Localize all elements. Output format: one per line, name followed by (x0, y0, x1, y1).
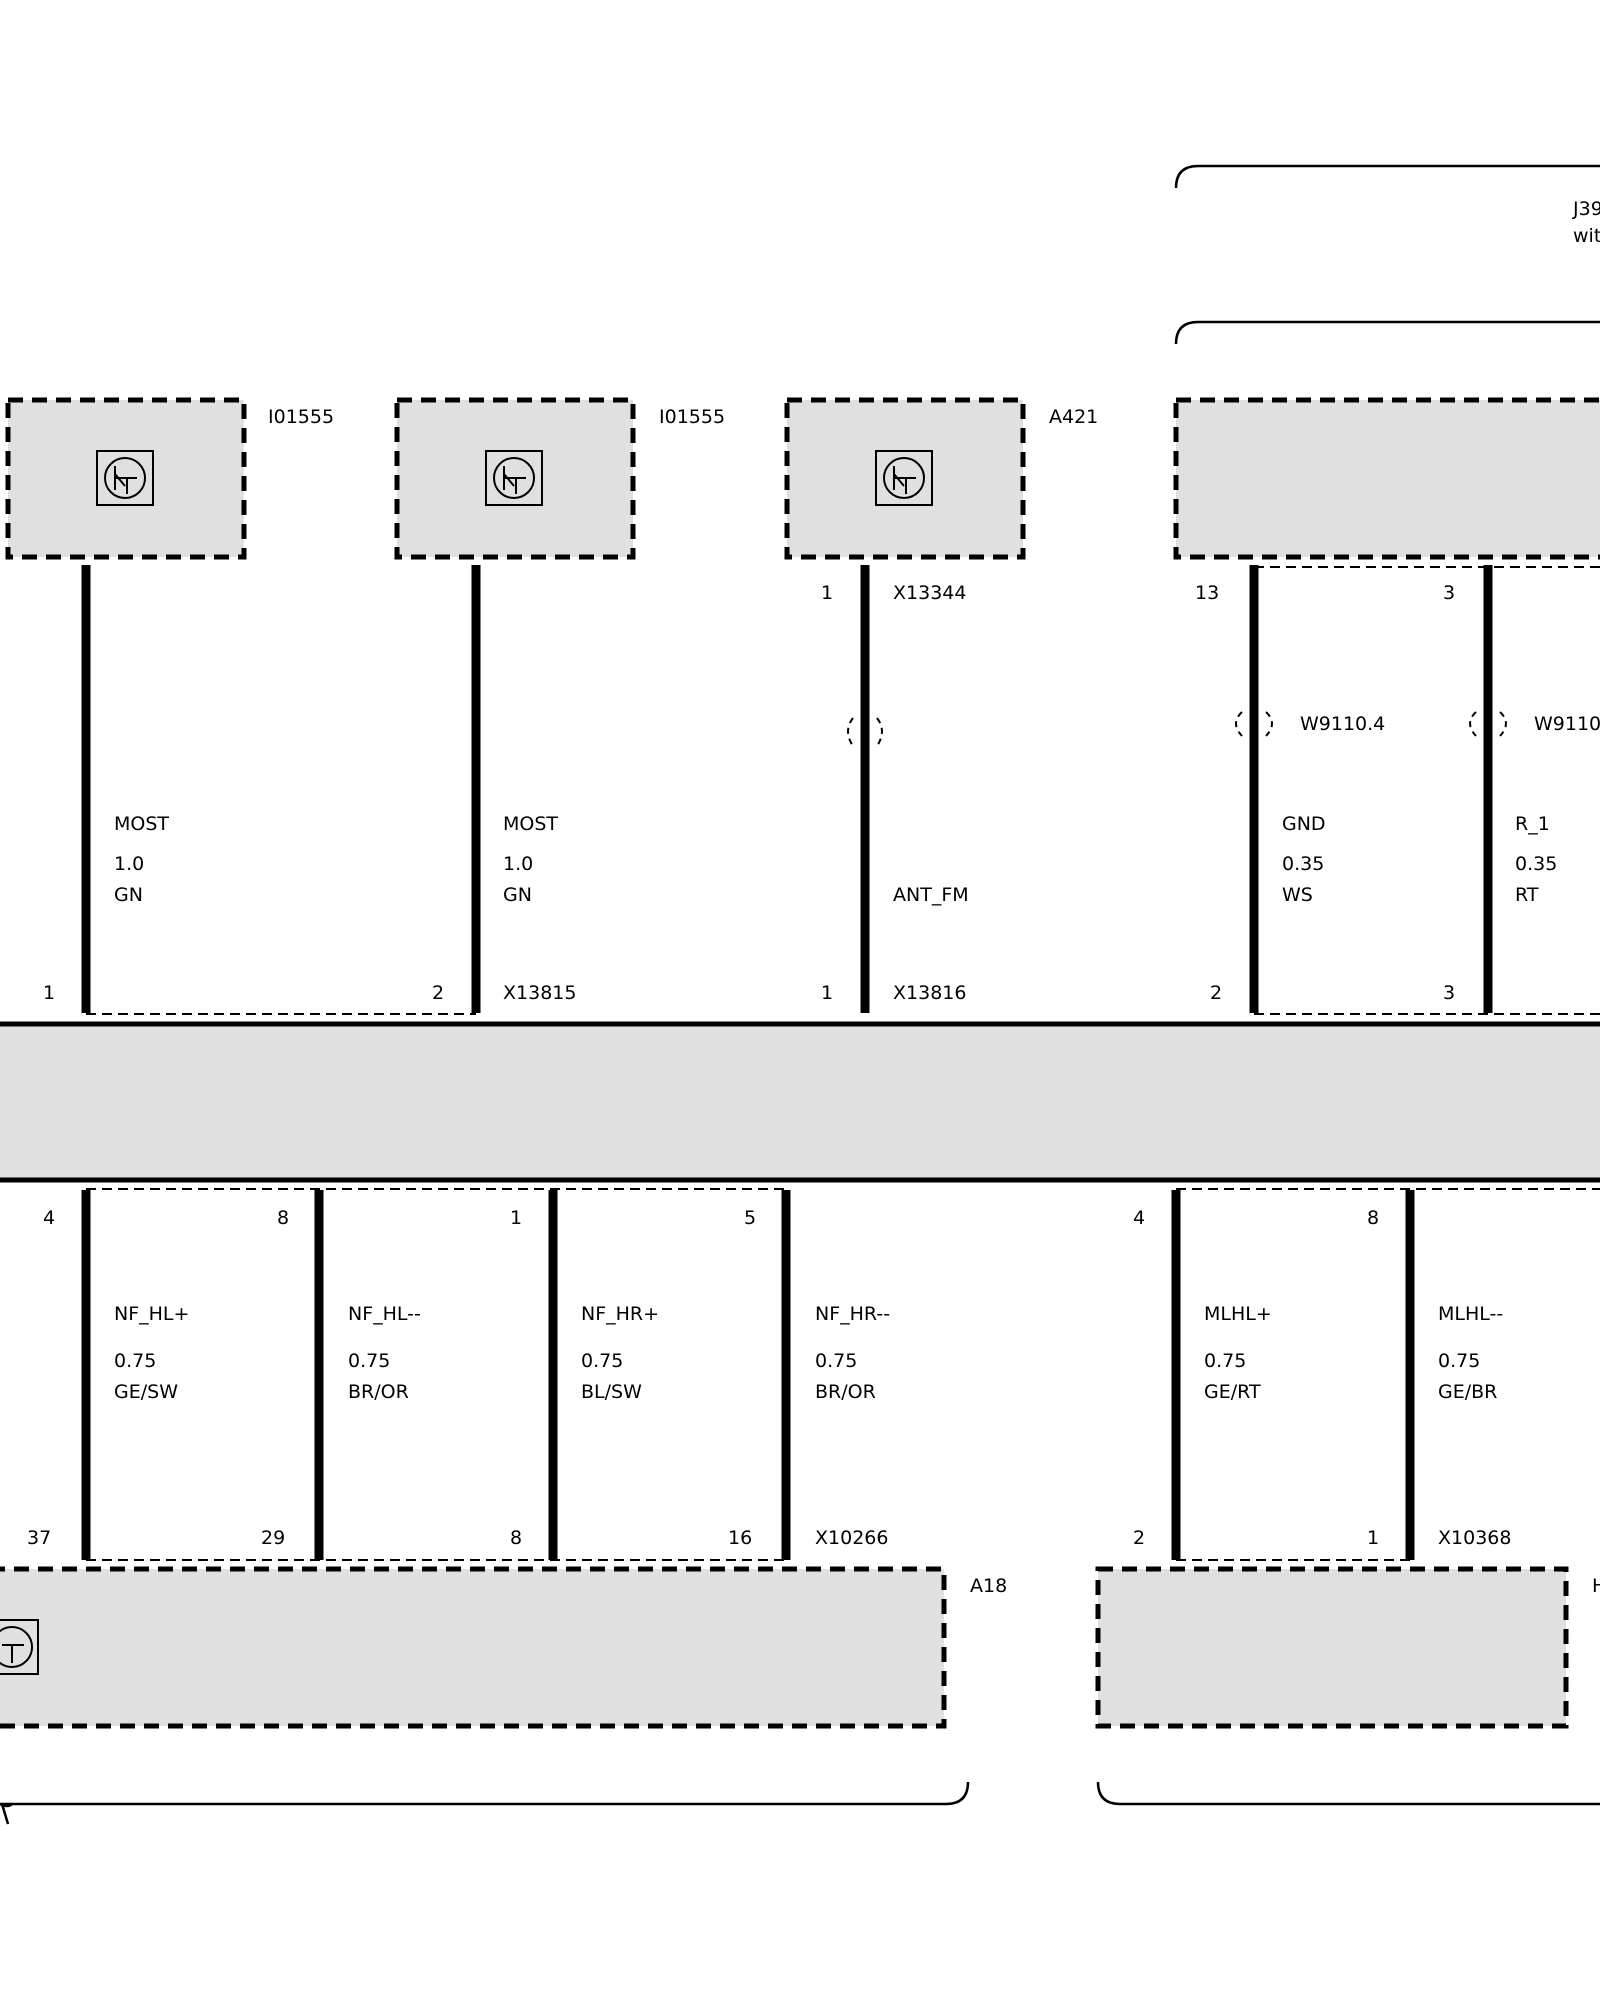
wire-color: BR/OR (815, 1381, 876, 1403)
shield-label: W9110.4 (1300, 713, 1385, 735)
pin-number: 4 (1133, 1207, 1145, 1229)
top-device-2-label: I01555 (659, 406, 725, 428)
pin-number: 8 (277, 1207, 289, 1229)
lower-wire-6[interactable]: 8 MLHL-- 0.75 GE/BR 1 X10368 (1367, 1190, 1511, 1560)
wire-signal: MLHL-- (1438, 1303, 1503, 1325)
transistor-icon (0, 1619, 39, 1675)
wire-color: WS (1282, 884, 1313, 906)
wire-signal: GND (1282, 813, 1326, 835)
pin-number: 16 (728, 1527, 752, 1549)
top-bracket-inner (1174, 320, 1600, 345)
wire-signal: NF_HR+ (581, 1303, 659, 1325)
bottom-device-a18[interactable]: A18 (0, 1566, 1007, 1729)
upper-wire-2[interactable]: MOST 1.0 GN 2 X13815 (432, 565, 576, 1013)
wire-color: GE/SW (114, 1381, 178, 1403)
lower-wire-3[interactable]: 1 NF_HR+ 0.75 BL/SW 8 (510, 1190, 659, 1560)
pin-number: 1 (821, 982, 833, 1004)
pin-number: 8 (510, 1527, 522, 1549)
bracket-label-line1: J39 (1572, 198, 1600, 220)
wire-color: GN (114, 884, 143, 906)
shield-label: W9110. (1534, 713, 1600, 735)
bottom-bracket-left (0, 1781, 970, 1806)
wire-color: GN (503, 884, 532, 906)
wire-gauge: 0.75 (114, 1350, 156, 1372)
top-device-1-label: I01555 (268, 406, 334, 428)
bottom-device-2-label: H (1592, 1575, 1600, 1597)
pin-number: 1 (43, 982, 55, 1004)
wire-gauge: 0.75 (348, 1350, 390, 1372)
transistor-icon (485, 450, 543, 506)
lower-wire-4[interactable]: 5 NF_HR-- 0.75 BR/OR 16 X10266 (728, 1190, 890, 1560)
shield-marker (1235, 711, 1273, 737)
connector-label: X10368 (1438, 1527, 1511, 1549)
pin-number: 3 (1443, 982, 1455, 1004)
central-module[interactable] (0, 1021, 1600, 1183)
pin-number: 13 (1195, 582, 1219, 604)
shield-marker (847, 717, 883, 747)
pin-number: 2 (1210, 982, 1222, 1004)
pin-number: 2 (1133, 1527, 1145, 1549)
wire-signal: NF_HR-- (815, 1303, 890, 1325)
top-device-2[interactable]: I01555 (394, 397, 725, 560)
wire-signal: NF_HL+ (114, 1303, 189, 1325)
lower-wire-5[interactable]: 4 MLHL+ 0.75 GE/RT 2 (1133, 1190, 1272, 1560)
wire-color: BR/OR (348, 1381, 409, 1403)
wire-gauge: 0.75 (1438, 1350, 1480, 1372)
lower-wire-2[interactable]: 8 NF_HL-- 0.75 BR/OR 29 (261, 1190, 421, 1560)
top-device-3[interactable]: A421 (784, 397, 1098, 560)
upper-wire-3[interactable]: 1 X13344 ANT_FM 1 X13816 (821, 565, 969, 1013)
pin-number: 1 (510, 1207, 522, 1229)
upper-wire-4[interactable]: 13 W9110.4 GND 0.35 WS 2 (1195, 565, 1385, 1013)
pin-number: 1 (821, 582, 833, 604)
lower-wire-1[interactable]: 4 NF_HL+ 0.75 GE/SW 37 (27, 1190, 189, 1560)
pin-number: 37 (27, 1527, 51, 1549)
wire-signal: R_1 (1515, 813, 1550, 835)
wire-gauge: 0.75 (815, 1350, 857, 1372)
wire-gauge: 1.0 (503, 853, 533, 875)
pin-number: 2 (432, 982, 444, 1004)
pin-number: 8 (1367, 1207, 1379, 1229)
wire-signal: ANT_FM (893, 884, 969, 906)
transistor-icon (875, 450, 933, 506)
connector-label: X13815 (503, 982, 576, 1004)
top-device-3-label: A421 (1049, 406, 1098, 428)
pin-number: 1 (1367, 1527, 1379, 1549)
bracket-label-line2: wit (1573, 225, 1600, 247)
pin-number: 5 (744, 1207, 756, 1229)
wire-color: RT (1515, 884, 1539, 906)
connector-label: X13816 (893, 982, 966, 1004)
top-bracket-outer (1174, 164, 1600, 189)
wire-color: GE/BR (1438, 1381, 1497, 1403)
wire-signal: MOST (503, 813, 558, 835)
transistor-icon (96, 450, 154, 506)
wire-signal: MOST (114, 813, 169, 835)
wire-color: GE/RT (1204, 1381, 1261, 1403)
upper-wire-1[interactable]: MOST 1.0 GN 1 (43, 565, 169, 1013)
bottom-bracket-left-tip (0, 1802, 13, 1825)
wire-gauge: 0.75 (581, 1350, 623, 1372)
top-device-4[interactable] (1173, 397, 1600, 560)
wire-signal: MLHL+ (1204, 1303, 1272, 1325)
pin-number: 3 (1443, 582, 1455, 604)
wire-gauge: 1.0 (114, 853, 144, 875)
bottom-bracket-right (1096, 1781, 1600, 1806)
connector-label: X13344 (893, 582, 966, 604)
upper-wire-5[interactable]: 3 W9110. R_1 0.35 RT 3 (1443, 565, 1600, 1013)
bottom-device-2[interactable]: H (1095, 1566, 1600, 1729)
top-device-1[interactable]: I01555 (5, 397, 334, 560)
wire-signal: NF_HL-- (348, 1303, 421, 1325)
connector-label: X10266 (815, 1527, 888, 1549)
wire-color: BL/SW (581, 1381, 642, 1403)
pin-number: 4 (43, 1207, 55, 1229)
wire-gauge: 0.35 (1515, 853, 1557, 875)
shield-marker (1469, 711, 1507, 737)
wire-gauge: 0.75 (1204, 1350, 1246, 1372)
pin-number: 29 (261, 1527, 285, 1549)
bottom-device-a18-label: A18 (970, 1575, 1007, 1597)
wire-gauge: 0.35 (1282, 853, 1324, 875)
